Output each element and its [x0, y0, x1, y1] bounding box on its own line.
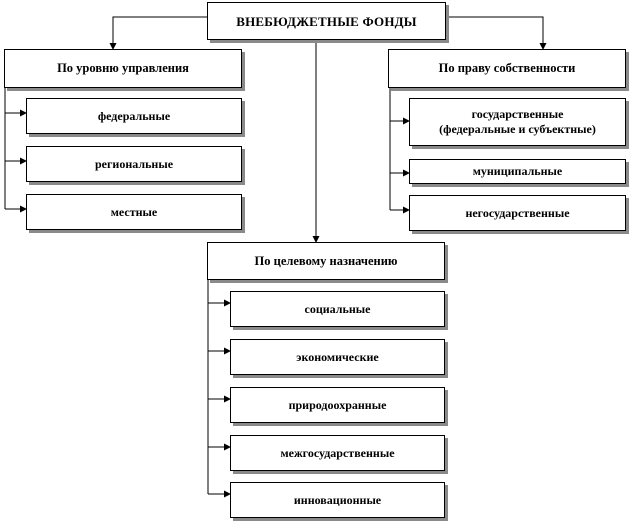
node-label: природоохранные: [288, 397, 387, 412]
node-environmental: природоохранные: [230, 387, 445, 423]
node-label: местные: [110, 204, 158, 219]
group-ownership: По праву собственности: [388, 49, 626, 88]
node-federal: федеральные: [26, 98, 242, 134]
node-innovative: инновационные: [230, 482, 445, 518]
node-label: межгосударственные: [280, 445, 395, 460]
node-label: экономические: [296, 349, 379, 364]
node-label: региональные: [94, 156, 174, 171]
node-regional: региональные: [26, 146, 242, 182]
node-local: местные: [26, 194, 242, 230]
node-state: государственные (федеральные и субъектны…: [409, 98, 626, 146]
node-municipal: муниципальные: [409, 159, 626, 184]
root-label: ВНЕБЮДЖЕТНЫЕ ФОНДЫ: [236, 13, 417, 29]
node-label: социальные: [304, 301, 371, 316]
group-title: По целевому назначению: [254, 253, 398, 268]
group-title: По праву собственности: [438, 61, 576, 75]
node-label: федеральные: [97, 108, 171, 123]
group-title: По уровню управления: [57, 61, 189, 75]
group-management-level: По уровню управления: [4, 49, 242, 88]
node-label: инновационные: [293, 492, 382, 507]
node-social: социальные: [230, 291, 445, 327]
node-label: негосударственные: [465, 205, 570, 220]
group-purpose: По целевому назначению: [207, 242, 445, 280]
node-interstate: межгосударственные: [230, 435, 445, 471]
node-economic: экономические: [230, 339, 445, 375]
root-node: ВНЕБЮДЖЕТНЫЕ ФОНДЫ: [207, 2, 446, 40]
node-non-state: негосударственные: [409, 195, 626, 231]
node-label: государственные (федеральные и субъектны…: [439, 107, 596, 136]
node-label: муниципальные: [472, 164, 563, 178]
